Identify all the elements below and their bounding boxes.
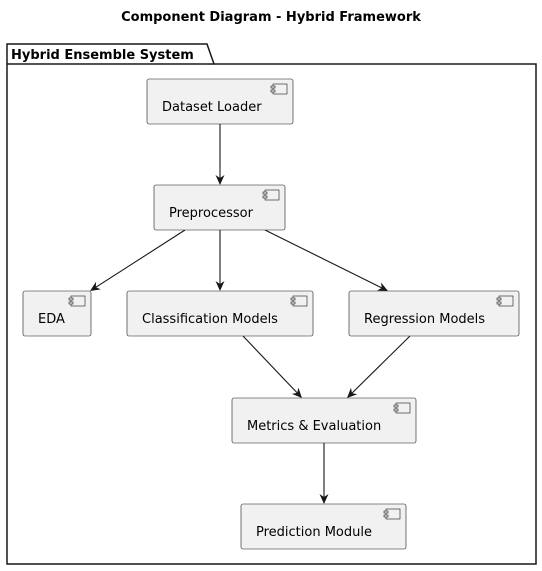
component-label: Regression Models	[364, 312, 485, 327]
component-preprocessor: Preprocessor	[153, 184, 286, 231]
component-label: Prediction Module	[256, 525, 372, 540]
edges	[90, 124, 411, 504]
component-regression-models: Regression Models	[348, 290, 520, 337]
arrowhead	[90, 281, 101, 291]
edge-classification-models-to-metrics-evaluation	[242, 335, 302, 398]
arrowhead	[377, 282, 388, 291]
component-prediction-module: Prediction Module	[240, 503, 407, 550]
component-dataset-loader: Dataset Loader	[146, 78, 294, 125]
component-eda: EDA	[22, 290, 92, 337]
edge-metrics-evaluation-to-prediction-module	[319, 443, 329, 504]
component-label: EDA	[38, 312, 65, 327]
arrowhead	[291, 387, 302, 398]
edge-preprocessor-to-eda	[90, 229, 186, 291]
component-icon	[383, 508, 401, 520]
component-icon	[270, 83, 288, 95]
component-classification-models: Classification Models	[126, 290, 314, 337]
component-icon	[68, 295, 86, 307]
edge-preprocessor-to-regression-models	[264, 229, 388, 291]
component-icon	[496, 295, 514, 307]
edge-regression-models-to-metrics-evaluation	[347, 335, 411, 398]
edge-preprocessor-to-classification-models	[215, 230, 225, 291]
edge-dataset-loader-to-preprocessor	[215, 124, 225, 185]
component-label: Metrics & Evaluation	[247, 419, 381, 434]
component-metrics-evaluation: Metrics & Evaluation	[231, 397, 417, 444]
arrowhead	[215, 281, 225, 291]
arrowhead	[215, 175, 225, 185]
component-icon	[262, 189, 280, 201]
package-label: Hybrid Ensemble System	[11, 48, 194, 63]
component-label: Dataset Loader	[162, 100, 262, 115]
component-label: Preprocessor	[169, 206, 254, 221]
component-icon	[290, 295, 308, 307]
arrowhead	[347, 387, 358, 398]
component-icon	[393, 402, 411, 414]
package-hybrid-ensemble-system: Hybrid Ensemble System	[6, 43, 537, 565]
diagram-title: Component Diagram - Hybrid Framework	[121, 10, 421, 25]
arrowhead	[319, 494, 329, 504]
component-label: Classification Models	[142, 312, 278, 327]
